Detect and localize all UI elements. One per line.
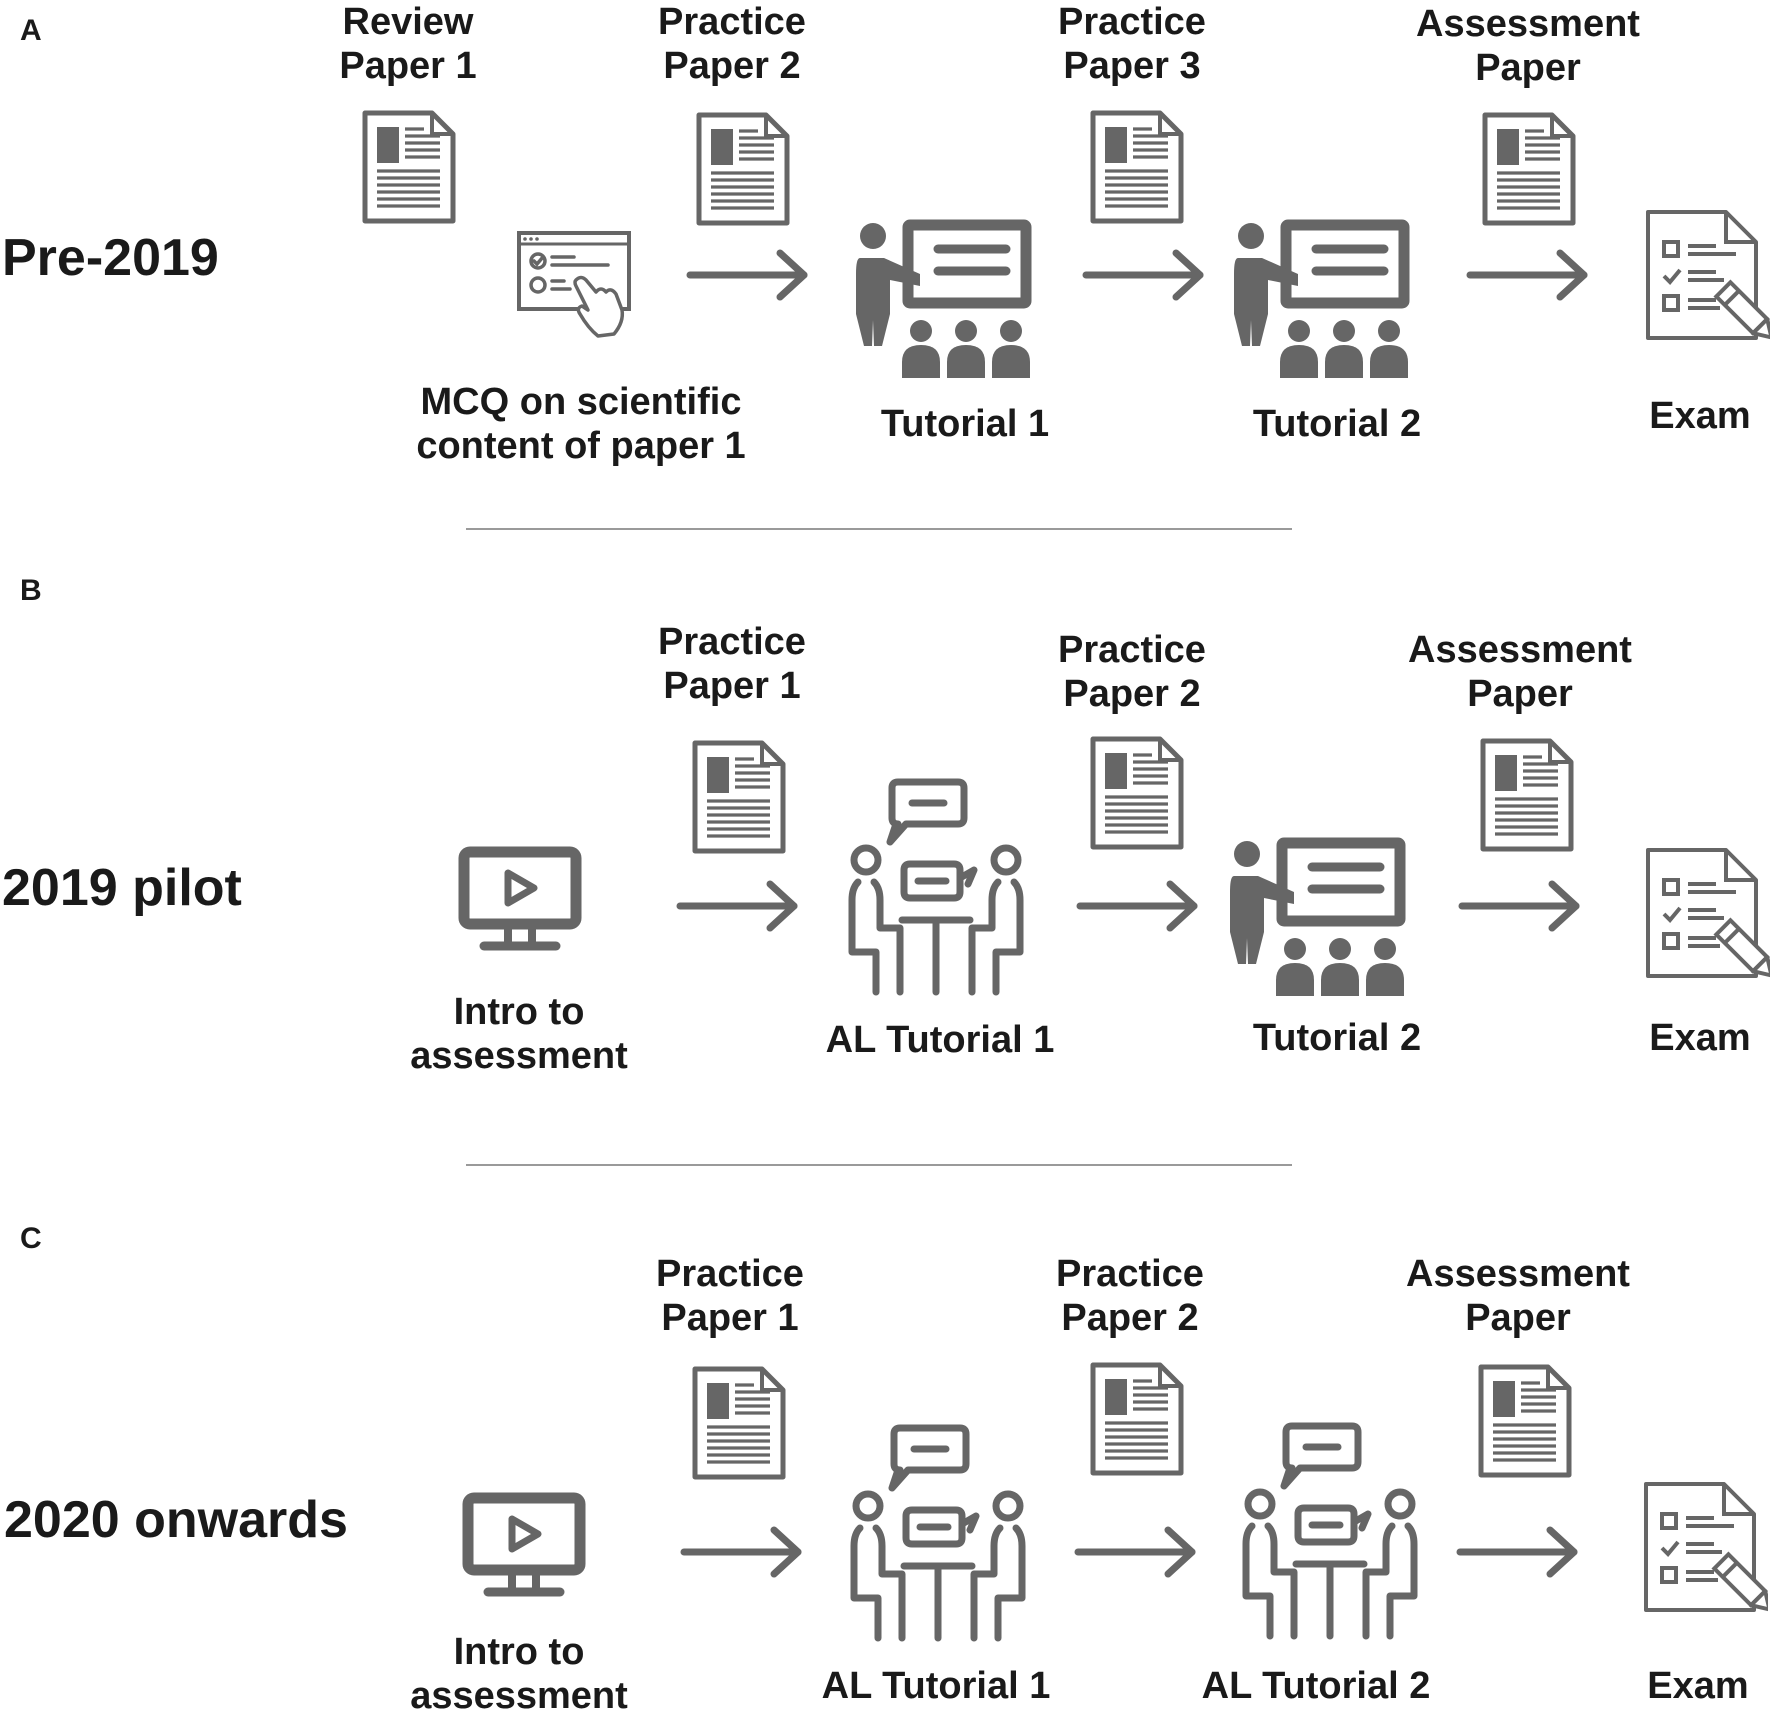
arrow-icon bbox=[1466, 247, 1592, 303]
arrow-icon bbox=[1458, 878, 1584, 934]
step-label-tutorial-2: Tutorial 2 bbox=[1252, 403, 1422, 445]
arrow-icon bbox=[1076, 878, 1202, 934]
step-label-al-tutorial-1: AL Tutorial 1 bbox=[825, 1019, 1055, 1061]
classroom-tutorial-icon bbox=[1224, 218, 1414, 378]
arrow-icon bbox=[676, 878, 802, 934]
step-label-al-tutorial-2: AL Tutorial 2 bbox=[1201, 1665, 1431, 1707]
step-label-tutorial-1: Tutorial 1 bbox=[880, 403, 1050, 445]
step-label-exam: Exam bbox=[1649, 395, 1751, 437]
active-learning-tutorial-icon bbox=[848, 1424, 1028, 1644]
video-monitor-icon bbox=[462, 1492, 586, 1602]
paper-icon bbox=[692, 1366, 786, 1480]
paper-icon bbox=[362, 110, 456, 224]
video-monitor-icon bbox=[458, 846, 582, 956]
paper-icon bbox=[696, 112, 790, 226]
section-divider bbox=[466, 1164, 1292, 1166]
exam-checklist-icon bbox=[1644, 208, 1770, 342]
paper-icon bbox=[1478, 1364, 1572, 1478]
paper-icon bbox=[1090, 736, 1184, 850]
exam-checklist-icon bbox=[1644, 846, 1770, 980]
row-title-2019-pilot: 2019 pilot bbox=[2, 859, 242, 917]
step-label-al-tutorial-1: AL Tutorial 1 bbox=[821, 1665, 1051, 1707]
arrow-icon bbox=[1082, 247, 1208, 303]
mcq-quiz-icon bbox=[516, 230, 636, 340]
panel-letter-c: C bbox=[20, 1222, 42, 1255]
classroom-tutorial-icon bbox=[846, 218, 1036, 378]
panel-letter-b: B bbox=[20, 574, 42, 607]
section-divider bbox=[466, 528, 1292, 530]
step-label-exam: Exam bbox=[1647, 1665, 1749, 1707]
row-title-2020-onwards: 2020 onwards bbox=[4, 1491, 348, 1549]
exam-checklist-icon bbox=[1642, 1480, 1768, 1614]
paper-icon bbox=[1480, 738, 1574, 852]
active-learning-tutorial-icon bbox=[1240, 1422, 1420, 1642]
step-label-exam: Exam bbox=[1649, 1017, 1751, 1059]
arrow-icon bbox=[1074, 1524, 1200, 1580]
paper-icon bbox=[1090, 110, 1184, 224]
step-label-tutorial-2: Tutorial 2 bbox=[1252, 1017, 1422, 1059]
panel-letter-a: A bbox=[20, 14, 42, 47]
paper-icon bbox=[692, 740, 786, 854]
arrow-icon bbox=[686, 247, 812, 303]
active-learning-tutorial-icon bbox=[846, 778, 1026, 998]
arrow-icon bbox=[1456, 1524, 1582, 1580]
paper-icon bbox=[1482, 112, 1576, 226]
row-title-pre-2019: Pre-2019 bbox=[2, 229, 219, 287]
paper-icon bbox=[1090, 1362, 1184, 1476]
classroom-tutorial-icon bbox=[1220, 836, 1410, 996]
arrow-icon bbox=[680, 1524, 806, 1580]
